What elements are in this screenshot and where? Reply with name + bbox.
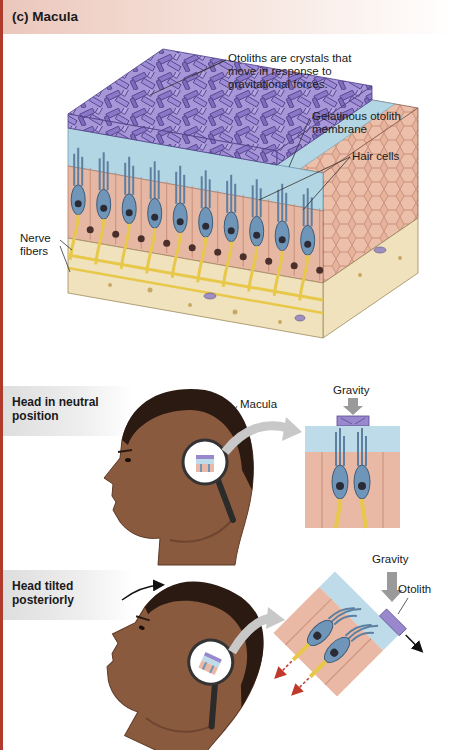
- otolith-crystals-part: [68, 114, 277, 165]
- macula-inset-part: [358, 482, 366, 490]
- tissue-block-part: [148, 288, 153, 293]
- macula-inset-part: [361, 428, 363, 466]
- leader-line-part: [192, 60, 226, 76]
- tissue-block-part: [68, 238, 323, 338]
- leader-line-part: [289, 118, 310, 167]
- hair-cell-row-part: [300, 188, 324, 300]
- tissue-block-part: [295, 315, 305, 321]
- macula-inset-tilted-part-part: [276, 661, 292, 677]
- macula-inset: [305, 398, 400, 528]
- macula-inset-part: [336, 482, 344, 490]
- macula-inset-part: [339, 428, 341, 466]
- hair-cell-row-part: [96, 152, 120, 264]
- macula-inset-part: [365, 436, 367, 466]
- callout-text: Nerve fibers: [20, 232, 64, 258]
- macula-inset-part: [357, 432, 359, 466]
- section-label: Head in neutral position: [12, 396, 122, 424]
- callout-text: Gelatinous otolith membrane: [312, 110, 422, 136]
- macula-inset-part: [336, 499, 340, 528]
- macula-inset-tilted-part-part: [351, 626, 374, 649]
- hair-cell-row: [70, 148, 323, 300]
- macula-inset-part: [305, 426, 400, 452]
- macula-inset-part: [332, 465, 348, 499]
- zoom-arrow-part: [282, 417, 302, 441]
- macula-inset-part: [305, 452, 400, 528]
- leader-line-part: [303, 157, 350, 210]
- macula-inset-part: [354, 465, 370, 499]
- macula-inset-part: [337, 416, 369, 426]
- force-label: Gravity: [333, 384, 383, 397]
- macula-inset-part: [383, 452, 384, 528]
- macula-inset-part: [335, 432, 337, 466]
- tissue-block-part: [68, 255, 323, 300]
- tissue-block-part: [204, 293, 216, 299]
- head-tilted-part: [76, 553, 286, 750]
- tissue-block-part: [398, 256, 402, 260]
- zoom-arrow-part: [232, 618, 270, 652]
- callout-text: Hair cells: [352, 150, 432, 163]
- leader-line-part: [398, 598, 408, 614]
- hair-cell-row-part: [223, 175, 247, 287]
- macula-inset-part: [341, 418, 352, 424]
- leader-line-part: [150, 60, 226, 95]
- hair-cell-row-part: [70, 148, 94, 260]
- leader-line: [60, 60, 408, 614]
- side-rule: [0, 0, 3, 750]
- macula-inset-part: [355, 418, 365, 424]
- callout-text: Macula: [240, 398, 300, 411]
- hair-cell-row-part: [147, 161, 171, 273]
- hair-cell-row-part: [121, 157, 145, 269]
- macula-inset-tilted-part-part: [293, 644, 309, 660]
- leader-line-part: [60, 246, 70, 272]
- tissue-block-part: [188, 303, 192, 307]
- tissue-block-part: [278, 320, 282, 324]
- macula-inset-tilted-part-part: [334, 609, 357, 632]
- macula-inset-tilted-part-part: [406, 635, 422, 651]
- section-label: Head tilted posteriorly: [12, 580, 122, 608]
- macula-inset-part: [343, 436, 345, 466]
- macula-inset-part: [362, 499, 366, 528]
- macula-inset-tilted-part-part: [310, 661, 326, 677]
- callout-text: Otoliths are crystals that move in respo…: [228, 52, 378, 92]
- hair-cell-row-part: [249, 179, 273, 291]
- macula-inset-tilted-part-part: [329, 647, 340, 658]
- macula-inset-tilted-part-part: [293, 678, 309, 694]
- macula-inset-tilted-part-part: [379, 609, 406, 636]
- leader-line-part: [60, 240, 72, 250]
- figure-title: (c) Macula: [12, 9, 212, 25]
- macula-inset-tilted-part-part: [312, 630, 323, 641]
- macula-inset-part: [343, 398, 363, 415]
- head-neutral: [104, 389, 253, 565]
- zoom-arrow-part: [225, 426, 288, 452]
- head-neutral-part: [104, 389, 253, 565]
- leader-line-part: [259, 157, 350, 200]
- tilt-arrow: [122, 585, 162, 600]
- tissue-block-part: [68, 268, 323, 313]
- tissue-block-part: [358, 273, 362, 277]
- hair-cell-row-part: [198, 170, 222, 282]
- tilt-arrow-part: [122, 585, 162, 600]
- macula-inset-part: [322, 452, 323, 528]
- head-tilted: [76, 553, 286, 750]
- tissue-block-part: [108, 283, 112, 287]
- force-label: Gravity: [372, 553, 422, 566]
- zoom-arrow: [225, 417, 302, 452]
- tissue-block-part: [233, 310, 238, 315]
- tissue-block-part: [323, 218, 418, 338]
- hair-cell-row-part: [172, 166, 196, 278]
- tissue-block-part: [374, 247, 386, 253]
- macula-inset-tilted-part-part: [273, 587, 383, 697]
- hair-cell-row-part: [274, 184, 298, 296]
- callout-text: Otolith: [398, 583, 450, 596]
